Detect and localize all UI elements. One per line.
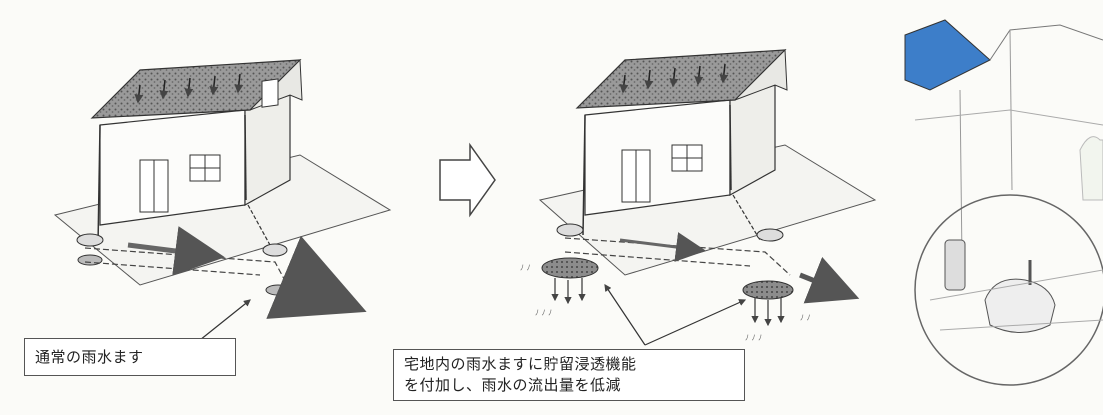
pointer-normal bbox=[199, 299, 251, 341]
inlet-left bbox=[556, 223, 584, 237]
seepage-drops: ﾉ ﾉ ﾉ ﾉ ﾉ ﾉ ﾉ ﾉ ﾉ ﾉ bbox=[520, 263, 811, 342]
pointer-storage-left bbox=[604, 284, 646, 346]
callout-storage-line2: を付加し、雨水の流出量を低減 bbox=[404, 376, 622, 394]
infiltration-disc-right bbox=[742, 280, 794, 300]
inlet-right bbox=[756, 228, 784, 242]
callout-normal-inlet: 通常の雨水ます bbox=[24, 338, 236, 376]
svg-text:ﾉ ﾉ: ﾉ ﾉ bbox=[800, 313, 811, 322]
svg-text:ﾉ ﾉ ﾉ: ﾉ ﾉ ﾉ bbox=[745, 333, 762, 342]
house-normal bbox=[53, 58, 392, 341]
tank-detail bbox=[904, 19, 1103, 386]
storage-tank bbox=[984, 278, 1056, 333]
outflow-arrow-reduced bbox=[799, 256, 860, 304]
infiltration-disc-left bbox=[541, 257, 599, 279]
inlet-left bbox=[76, 233, 104, 247]
svg-text:ﾉ ﾉ: ﾉ ﾉ bbox=[520, 263, 531, 272]
house-wall-front bbox=[584, 99, 731, 216]
house-wall-front bbox=[99, 109, 246, 226]
inlet-right bbox=[262, 243, 288, 257]
blue-roof bbox=[904, 19, 991, 91]
flow-arrow bbox=[127, 226, 225, 276]
pointer-storage-right bbox=[644, 299, 747, 346]
callout-storage-inlet: 宅地内の雨水ますに貯留浸透機能 を付加し、雨水の流出量を低減 bbox=[393, 349, 745, 401]
callout-normal-text: 通常の雨水ます bbox=[35, 348, 144, 366]
transition-arrow bbox=[439, 142, 496, 218]
house-storage: ﾉ ﾉ ﾉ ﾉ ﾉ ﾉ ﾉ ﾉ ﾉ ﾉ bbox=[520, 48, 877, 346]
flow-arrow bbox=[619, 232, 706, 262]
outflow-arrow bbox=[266, 235, 367, 319]
rain-tank bbox=[944, 239, 966, 291]
house-side-window bbox=[261, 78, 279, 108]
house-gable bbox=[734, 48, 788, 101]
detail-circle bbox=[914, 194, 1103, 386]
infiltration-arrows bbox=[551, 278, 785, 327]
rain-arrows bbox=[619, 63, 729, 94]
svg-text:ﾉ ﾉ ﾉ: ﾉ ﾉ ﾉ bbox=[535, 308, 552, 317]
rain-arrows bbox=[134, 73, 244, 104]
callout-storage-line1: 宅地内の雨水ますに貯留浸透機能 bbox=[404, 355, 637, 373]
